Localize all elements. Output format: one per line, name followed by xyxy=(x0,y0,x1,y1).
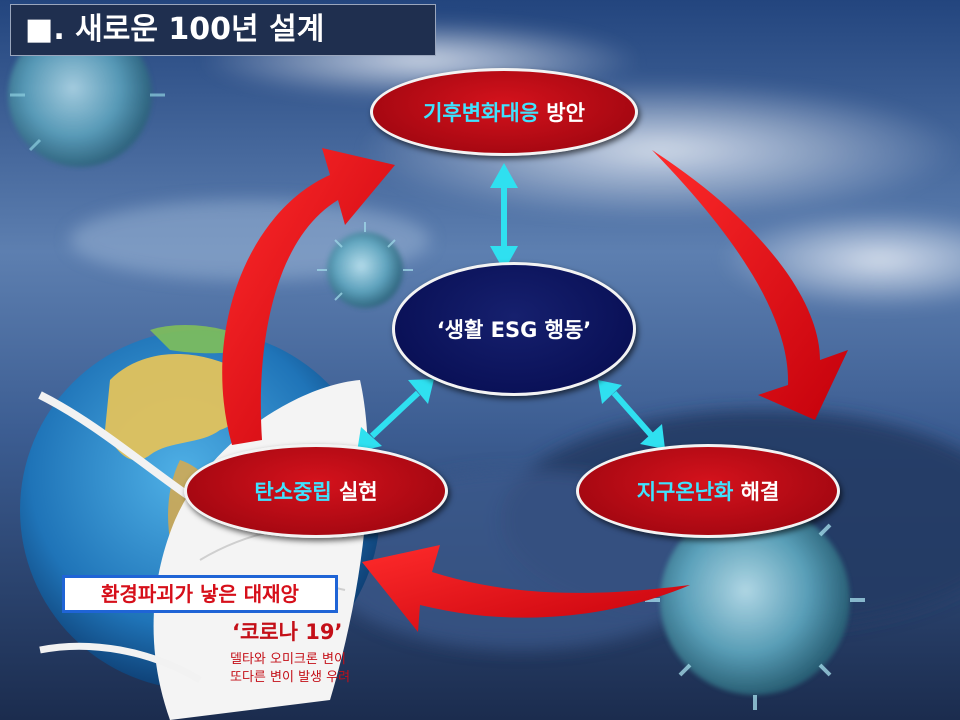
node-esg-action: ‘생활 ESG 행동’ xyxy=(392,262,636,396)
connector-center-left xyxy=(357,379,434,452)
virus-icon xyxy=(317,222,413,308)
corona-headline: ‘코로나 19’ xyxy=(232,620,343,644)
node-global-warming-rest: 해결 xyxy=(733,480,780,504)
node-climate-response-highlight: 기후변화대응 xyxy=(423,101,539,125)
node-carbon-neutral: 탄소중립 실현 xyxy=(184,444,448,538)
node-global-warming: 지구온난화 해결 xyxy=(576,444,840,538)
node-carbon-neutral-highlight: 탄소중립 xyxy=(254,480,332,504)
disaster-badge: 환경파괴가 낳은 대재앙 xyxy=(62,575,338,613)
node-carbon-neutral-rest: 실현 xyxy=(331,480,378,504)
cycle-arrow-right-to-left xyxy=(362,545,690,632)
connector-top-center xyxy=(490,163,518,271)
variant-note-line1: 델타와 오미크론 변이 xyxy=(230,652,346,667)
variant-note-line2: 또다른 변이 발생 우려 xyxy=(230,670,351,685)
cycle-arrow-left-to-top xyxy=(222,148,395,445)
cycle-arrow-top-to-right xyxy=(652,150,848,420)
node-climate-response: 기후변화대응 방안 xyxy=(370,68,638,156)
connector-center-right xyxy=(598,380,665,449)
node-global-warming-highlight: 지구온난화 xyxy=(636,480,734,504)
node-esg-action-label: ‘생활 ESG 행동’ xyxy=(436,318,592,342)
page-title: ■. 새로운 100년 설계 xyxy=(10,4,436,56)
node-climate-response-rest: 방안 xyxy=(538,101,585,125)
